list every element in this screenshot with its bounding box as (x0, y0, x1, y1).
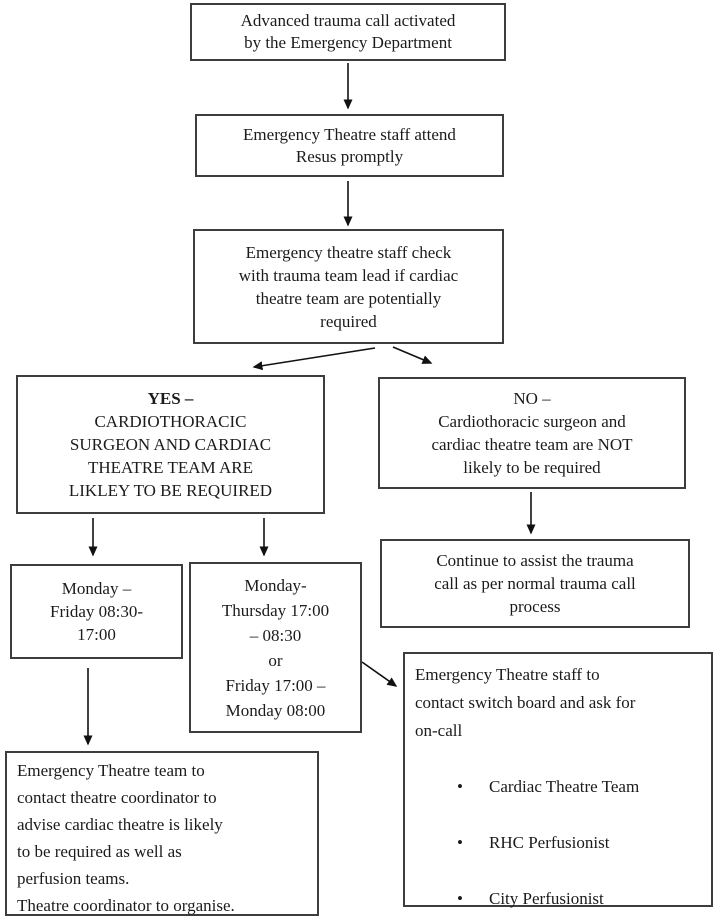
node-theatre-attend: Emergency Theatre staff attend Resus pro… (195, 114, 504, 177)
yes-text: CARDIOTHORACIC SURGEON AND CARDIAC THEAT… (68, 412, 273, 500)
node-theatre-coordinator: Emergency Theatre team to contact theatr… (5, 751, 319, 916)
switchboard-text: Emergency Theatre staff to contact switc… (415, 665, 636, 740)
node-trauma-call: Advanced trauma call activated by the Em… (190, 3, 506, 61)
node-check-cardiac: Emergency theatre staff check with traum… (193, 229, 504, 344)
arrow-check-to-yes (252, 347, 376, 371)
no-text: Cardiothoracic surgeon and cardiac theat… (431, 412, 633, 477)
list-item-rhc-perfusionist: RHC Perfusionist (457, 829, 639, 857)
node-monday-friday: Monday – Friday 08:30- 17:00 (10, 564, 183, 659)
arrow-monthu-to-switchboard (361, 661, 398, 687)
node-no-branch: NO – Cardiothoracic surgeon and cardiac … (378, 377, 686, 489)
yes-label: YES – (147, 389, 194, 408)
node-switchboard: Emergency Theatre staff to contact switc… (403, 652, 713, 908)
node-continue-trauma: Continue to assist the trauma call as pe… (380, 539, 690, 628)
node-monday-thursday-oncall: Monday- Thursday 17:00 – 08:30 or Friday… (189, 562, 362, 733)
list-item-city-perfusionist: City Perfusionist (457, 885, 639, 913)
no-label: NO – (513, 389, 551, 408)
arrow-check-to-no (392, 346, 433, 364)
list-item-cardiac-theatre-team: Cardiac Theatre Team (457, 773, 639, 801)
oncall-list: Cardiac Theatre Team RHC Perfusionist Ci… (415, 745, 639, 918)
node-yes-branch: YES – CARDIOTHORACIC SURGEON AND CARDIAC… (16, 375, 325, 514)
